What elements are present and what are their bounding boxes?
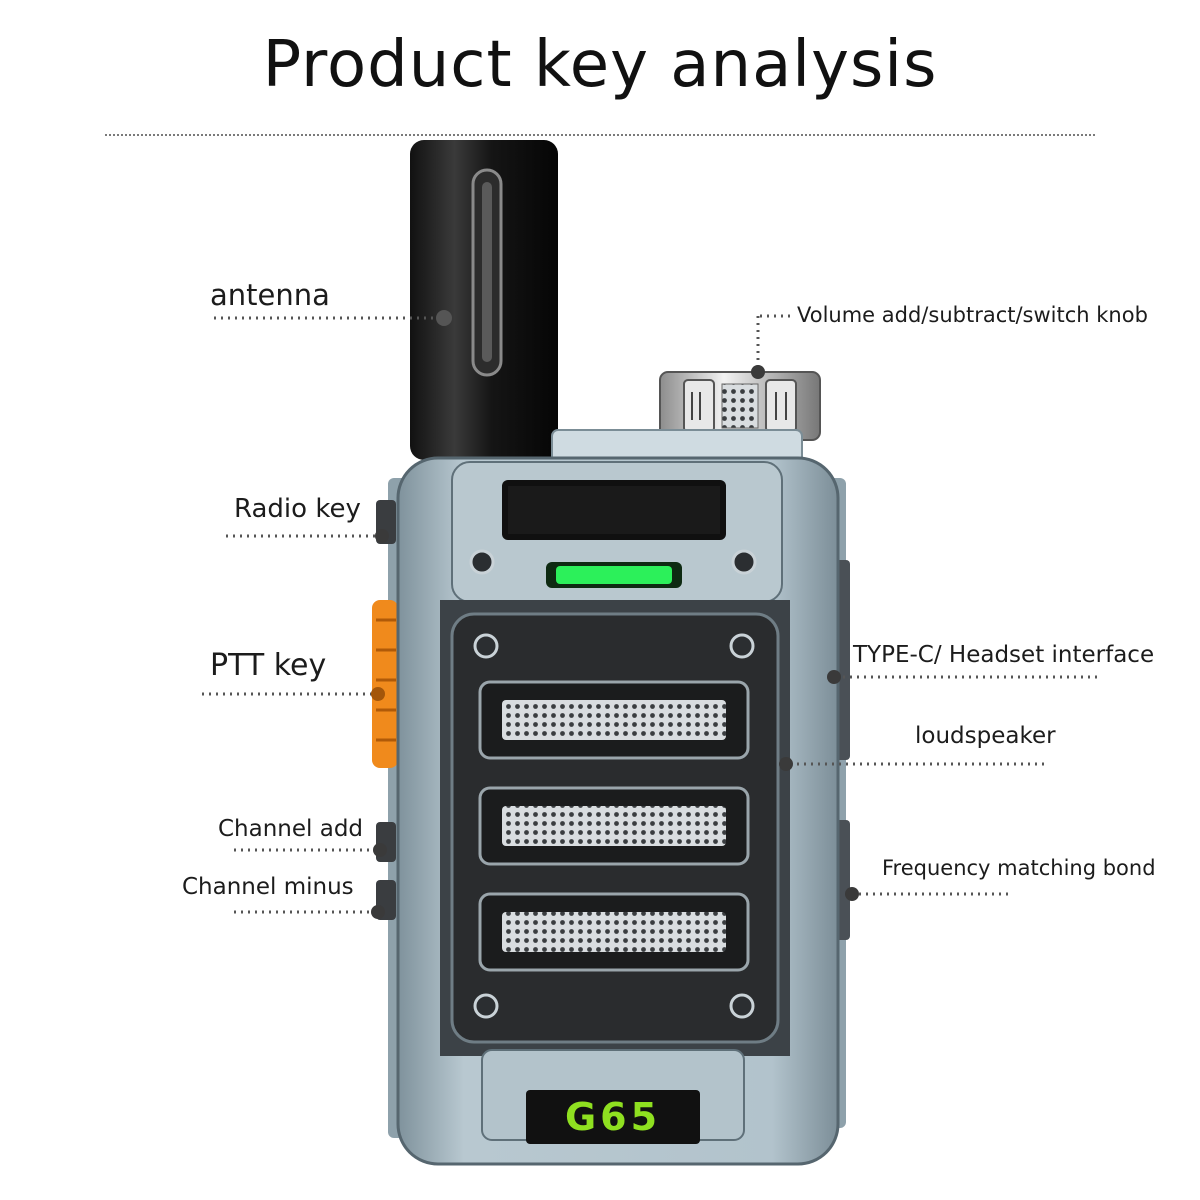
leader-lines <box>202 314 1098 914</box>
page-title: Product key analysis <box>262 28 938 102</box>
label-type-c: TYPE-C/ Headset interface <box>853 642 1155 668</box>
label-loudspeaker: loudspeaker <box>915 723 1056 749</box>
leader-dots <box>371 310 859 919</box>
label-antenna: antenna <box>210 278 330 312</box>
loudspeaker-grille <box>478 680 750 972</box>
ptt-button-part <box>372 600 398 768</box>
label-ptt-key: PTT key <box>210 648 327 683</box>
antenna-part <box>410 140 558 460</box>
label-frequency-bond: Frequency matching bond <box>882 856 1156 880</box>
model-badge: G65 <box>565 1095 661 1139</box>
status-led <box>556 566 672 584</box>
label-radio-key: Radio key <box>234 494 361 524</box>
title-divider <box>105 134 1095 136</box>
label-channel-add: Channel add <box>218 816 364 842</box>
label-volume-knob: Volume add/subtract/switch knob <box>797 303 1148 327</box>
label-channel-minus: Channel minus <box>182 874 354 900</box>
